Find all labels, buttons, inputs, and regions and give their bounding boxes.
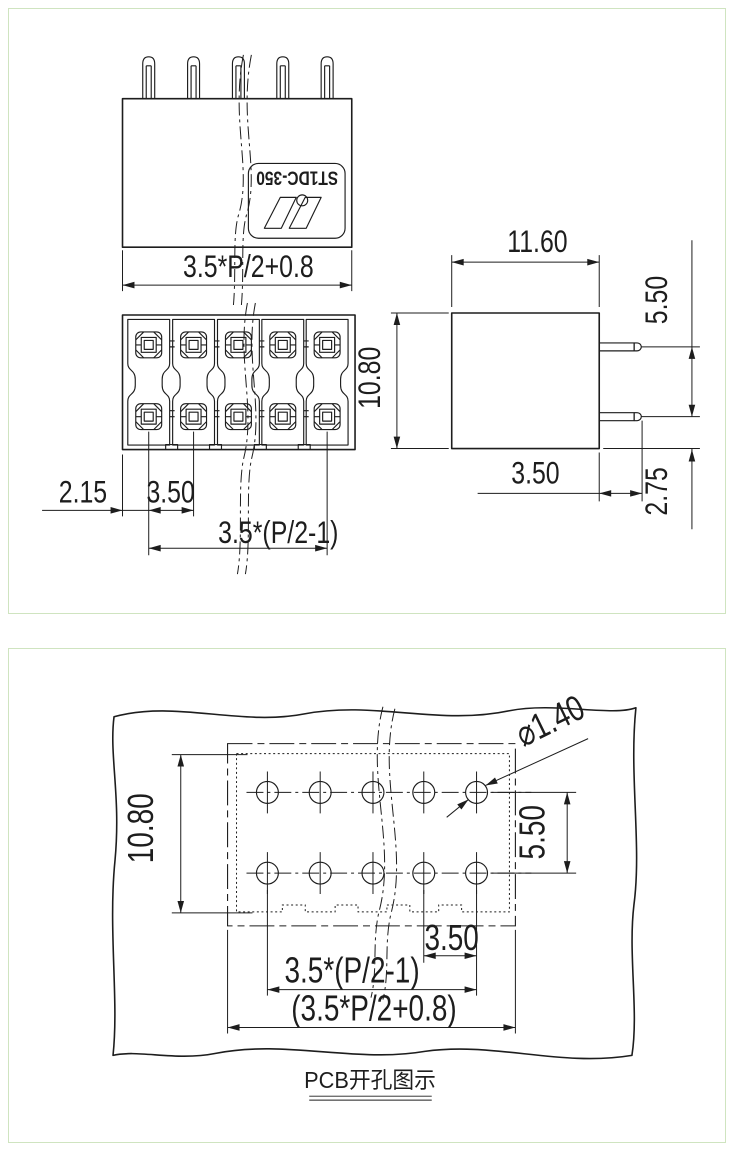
dim-row-spacing: 5.50 bbox=[491, 791, 577, 874]
pin bbox=[231, 56, 245, 100]
pin bbox=[187, 56, 201, 100]
bottom-view: 2.15 3.50 3.5*(P/2-1) bbox=[42, 302, 356, 575]
dim-pin-spacing: 5.50 bbox=[639, 240, 700, 418]
pcb-drawing: 10.80 5.50 ⌀1.40 3.50 3.5*(P/2-1) bbox=[111, 687, 638, 1101]
dim-pin-span-text: 3.5*(P/2-1) bbox=[218, 515, 338, 551]
dim-pattern-height: 10.80 bbox=[121, 754, 253, 914]
dim-pin-to-bottom-text: 2.75 bbox=[639, 467, 675, 515]
dim-hole-span: 3.5*(P/2-1) bbox=[266, 890, 477, 996]
dim-overall-width: (3.5*P/2+0.8) bbox=[227, 929, 516, 1034]
break-line bbox=[232, 54, 244, 306]
pin bbox=[276, 56, 290, 100]
dim-pitch-text: 3.50 bbox=[146, 474, 194, 510]
dim-pattern-height-text: 10.80 bbox=[121, 793, 161, 863]
front-view: ST1DC-350 3.5*P/2+0.8 bbox=[121, 54, 353, 306]
dim-pin-length: 3.50 bbox=[477, 420, 643, 502]
panel-connector-views: ST1DC-350 3.5*P/2+0.8 bbox=[8, 8, 726, 614]
pcb-caption-text: PCB开孔图示 bbox=[304, 1068, 436, 1094]
side-view: 11.60 10.80 5.50 2.75 bbox=[352, 224, 700, 530]
dim-front-overall-text: 3.5*P/2+0.8 bbox=[183, 249, 314, 285]
part-number-label: ST1DC-350 bbox=[256, 167, 338, 189]
dim-hole-diameter-text: ⌀1.40 bbox=[509, 687, 591, 754]
pcb-board-outline bbox=[111, 706, 638, 1060]
dim-side-width-text: 11.60 bbox=[507, 224, 567, 260]
dim-hole-diameter: ⌀1.40 bbox=[446, 687, 591, 818]
dim-side-height-text: 10.80 bbox=[352, 347, 388, 409]
pcb-caption: PCB开孔图示 bbox=[304, 1068, 436, 1101]
dim-side-height: 10.80 bbox=[352, 312, 449, 450]
break-line bbox=[382, 708, 398, 1000]
side-pin bbox=[598, 342, 642, 352]
dim-hole-span-text: 3.5*(P/2-1) bbox=[284, 950, 419, 990]
panel-pcb-layout: 10.80 5.50 ⌀1.40 3.50 3.5*(P/2-1) bbox=[8, 648, 726, 1143]
dim-hole-pitch: 3.50 bbox=[423, 890, 479, 996]
break-line bbox=[370, 706, 386, 998]
dim-edge-to-pin-text: 2.15 bbox=[59, 474, 107, 510]
dim-bottom-view: 2.15 3.50 3.5*(P/2-1) bbox=[42, 431, 338, 556]
dim-front-overall: 3.5*P/2+0.8 bbox=[122, 249, 353, 292]
brand-logo-icon bbox=[263, 194, 322, 229]
break-line bbox=[244, 302, 257, 575]
pin bbox=[320, 56, 334, 100]
dim-overall-width-text: (3.5*P/2+0.8) bbox=[291, 988, 457, 1028]
dim-row-spacing-text: 5.50 bbox=[512, 805, 552, 859]
connector-drawing: ST1DC-350 3.5*P/2+0.8 bbox=[42, 54, 700, 575]
hole-grid bbox=[246, 771, 532, 895]
break-line bbox=[240, 54, 252, 306]
part-marking: ST1DC-350 bbox=[247, 162, 346, 239]
dim-pin-length-text: 3.50 bbox=[511, 456, 559, 492]
break-line bbox=[236, 302, 249, 575]
dim-pin-to-bottom: 2.75 bbox=[603, 448, 700, 530]
dim-side-width: 11.60 bbox=[451, 224, 600, 308]
connector-outline-dotted bbox=[236, 753, 510, 913]
pin bbox=[142, 56, 156, 100]
dim-hole-pitch-text: 3.50 bbox=[424, 917, 478, 957]
side-pin bbox=[598, 412, 642, 422]
connector-outline-phantom bbox=[227, 743, 516, 927]
dim-pin-spacing-text: 5.50 bbox=[639, 276, 675, 324]
